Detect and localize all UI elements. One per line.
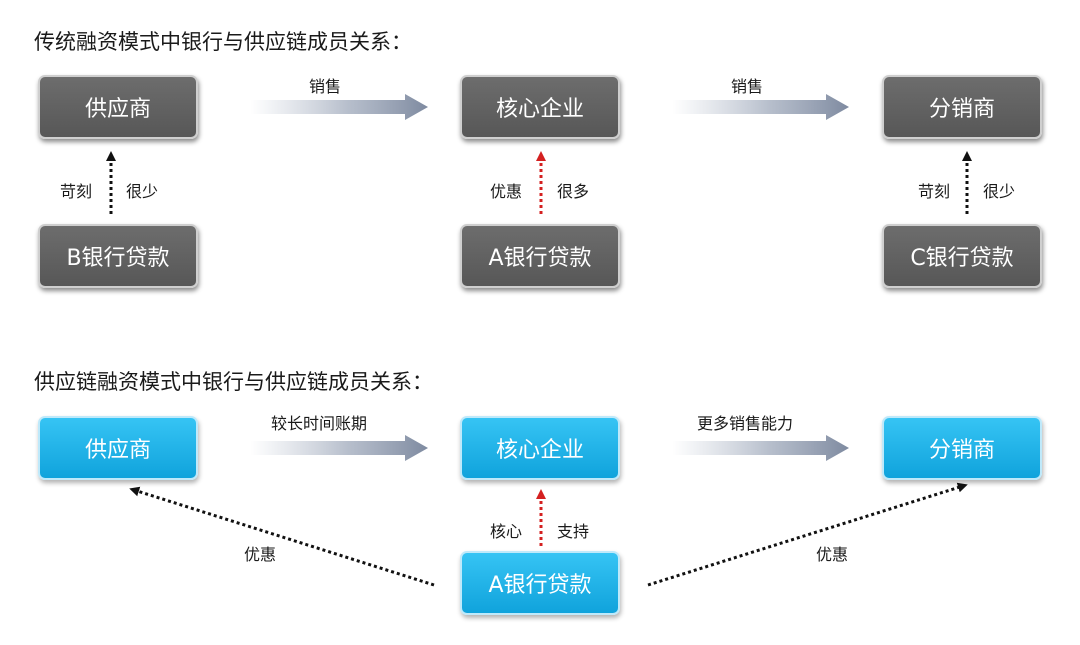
term-label: 较长时间账期 xyxy=(271,414,368,433)
bank-a-right-label: 很多 xyxy=(557,182,590,201)
section1-title: 传统融资模式中银行与供应链成员关系： xyxy=(34,30,412,54)
bank-c-loan-node: C银行贷款 xyxy=(882,224,1042,288)
distributor-node: 分销商 xyxy=(882,75,1042,139)
favor-left-label: 优惠 xyxy=(244,545,277,564)
core-enterprise-node: 核心企业 xyxy=(460,75,620,139)
bank-a-to-supplier-arrow xyxy=(129,486,435,587)
bank-a-loan-node-2: A银行贷款 xyxy=(460,551,620,615)
term-arrow xyxy=(250,435,428,461)
core-support-right-label: 支持 xyxy=(557,522,590,541)
bank-a-left-label: 优惠 xyxy=(490,182,523,201)
sales-capacity-label: 更多销售能力 xyxy=(697,414,794,433)
bank-c-left-label: 苛刻 xyxy=(918,182,951,201)
core-support-left-label: 核心 xyxy=(490,522,523,541)
bank-b-left-label: 苛刻 xyxy=(60,182,93,201)
supplier-node: 供应商 xyxy=(38,75,198,139)
favor-right-label: 优惠 xyxy=(816,545,849,564)
sale-arrow-2 xyxy=(672,94,849,120)
sale-label-2: 销售 xyxy=(731,77,764,96)
bank-a-loan-node: A银行贷款 xyxy=(460,224,620,288)
supplier-node-2: 供应商 xyxy=(38,416,198,480)
bank-a-to-distributor-arrow xyxy=(647,482,968,587)
section2-title: 供应链融资模式中银行与供应链成员关系： xyxy=(34,370,433,394)
sale-arrow-1 xyxy=(250,94,428,120)
bank-c-right-label: 很少 xyxy=(983,182,1016,201)
sales-capacity-arrow xyxy=(672,435,849,461)
sale-label-1: 销售 xyxy=(309,77,342,96)
core-enterprise-node-2: 核心企业 xyxy=(460,416,620,480)
bank-b-right-label: 很少 xyxy=(126,182,159,201)
bank-b-loan-node: B银行贷款 xyxy=(38,224,198,288)
distributor-node-2: 分销商 xyxy=(882,416,1042,480)
